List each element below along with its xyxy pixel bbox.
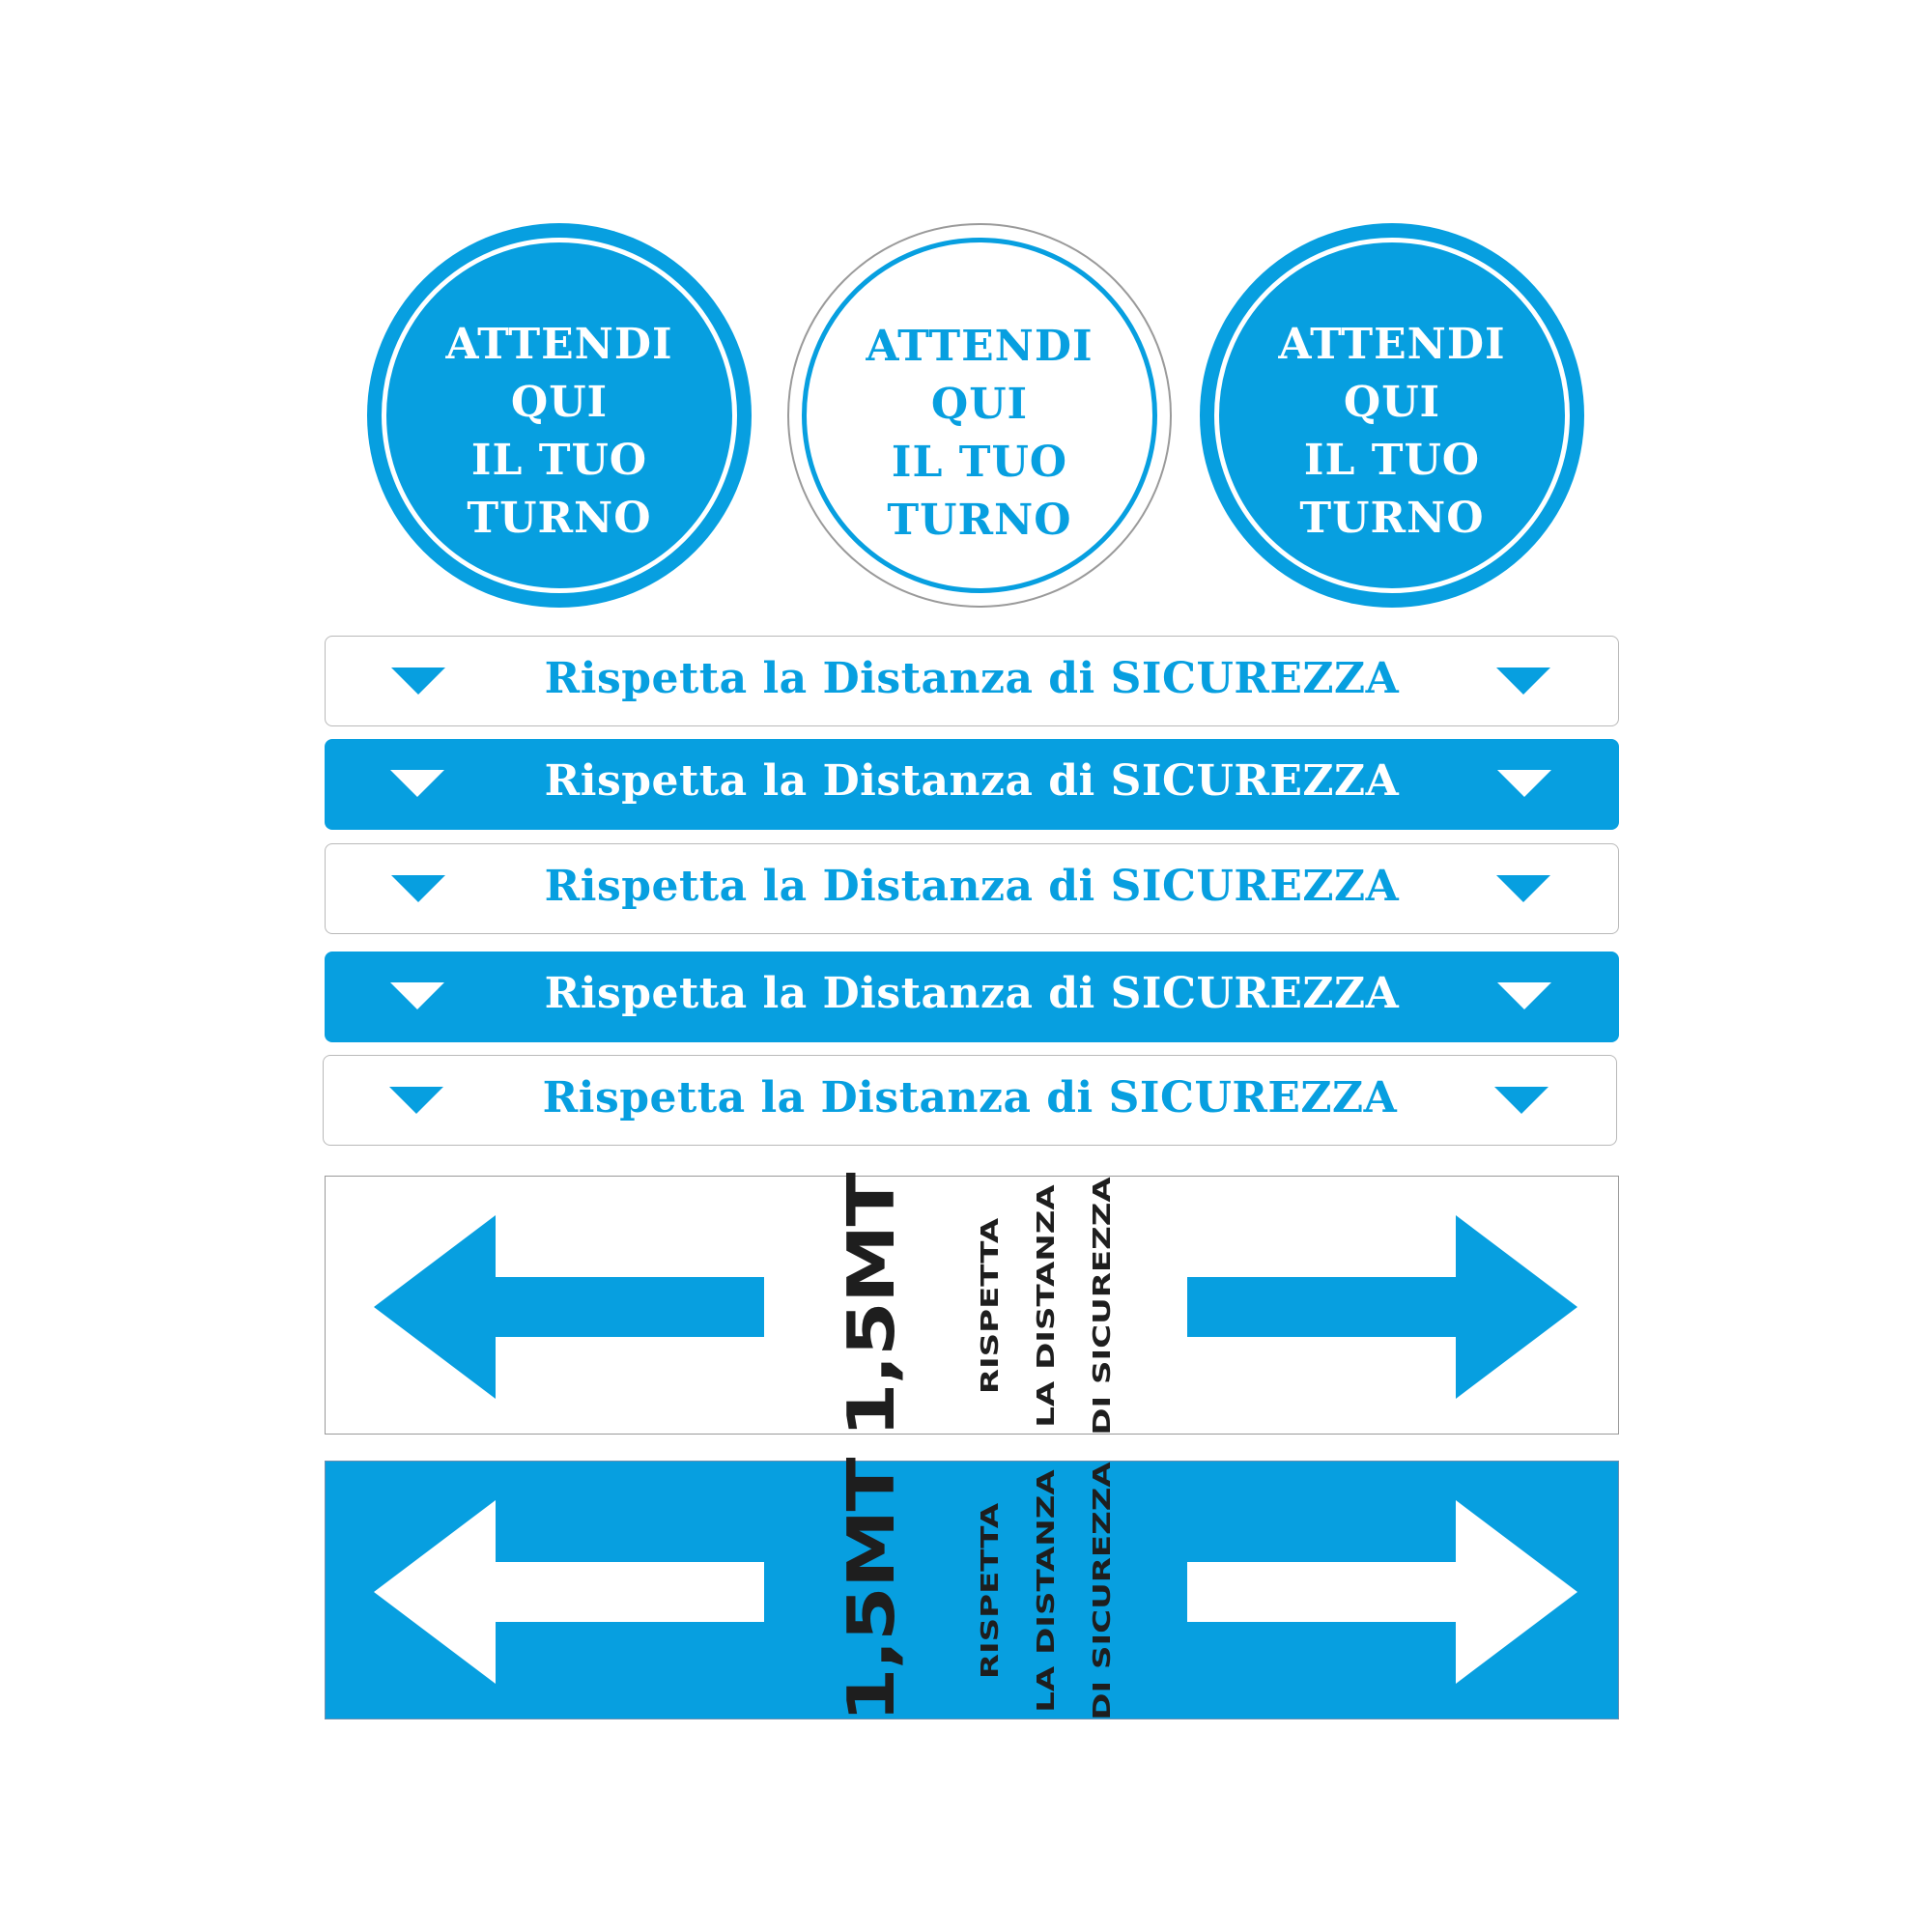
arrow-left-icon bbox=[374, 1500, 764, 1684]
triangle-down-icon bbox=[391, 668, 445, 695]
circle-line: TURNO bbox=[1299, 494, 1485, 543]
triangle-down-icon bbox=[390, 770, 444, 797]
triangle-down-icon bbox=[391, 875, 445, 902]
triangle-down-icon bbox=[389, 1087, 443, 1114]
triangle-down-icon bbox=[1496, 875, 1550, 902]
triangle-down-icon bbox=[1497, 770, 1551, 797]
circle-line: ATTENDI bbox=[866, 322, 1094, 371]
circle-sign-3: ATTENDI QUI IL TUO TURNO bbox=[1200, 223, 1584, 608]
circle-ring bbox=[382, 238, 737, 593]
circle-text: ATTENDI QUI IL TUO TURNO bbox=[789, 318, 1170, 550]
arrow-right-icon bbox=[1187, 1500, 1577, 1684]
circle-line: QUI bbox=[930, 380, 1029, 429]
distance-value: 1,5MT bbox=[834, 1459, 910, 1723]
triangle-down-icon bbox=[1496, 668, 1550, 695]
circle-line: ATTENDI bbox=[1278, 320, 1506, 369]
panel-line-3: DI SICUREZZA bbox=[1088, 1177, 1117, 1435]
safety-strip-3: Rispetta la Distanza di SICUREZZA bbox=[325, 843, 1619, 934]
strip-text: Rispetta la Distanza di SICUREZZA bbox=[544, 862, 1400, 911]
circle-sign-1: ATTENDI QUI IL TUO TURNO bbox=[367, 223, 752, 608]
circle-line: ATTENDI bbox=[445, 320, 673, 369]
safety-strip-5: Rispetta la Distanza di SICUREZZA bbox=[323, 1055, 1617, 1146]
triangle-down-icon bbox=[390, 982, 444, 1009]
strip-text: Rispetta la Distanza di SICUREZZA bbox=[544, 969, 1400, 1018]
distance-value: 1,5MT bbox=[834, 1174, 910, 1438]
circle-sign-2: ATTENDI QUI IL TUO TURNO bbox=[787, 223, 1172, 608]
circle-line: TURNO bbox=[467, 494, 652, 543]
triangle-down-icon bbox=[1494, 1087, 1548, 1114]
arrow-left-icon bbox=[374, 1215, 764, 1399]
arrow-right-icon bbox=[1187, 1215, 1577, 1399]
circle-text: ATTENDI QUI IL TUO TURNO bbox=[1200, 316, 1584, 548]
circle-line: QUI bbox=[510, 378, 609, 427]
circle-line: QUI bbox=[1343, 378, 1441, 427]
distance-panel-1: 1,5MT RISPETTA LA DISTANZA DI SICUREZZA bbox=[325, 1174, 1619, 1438]
panel-line-2: LA DISTANZA bbox=[1032, 1469, 1061, 1713]
strip-text: Rispetta la Distanza di SICUREZZA bbox=[544, 654, 1400, 703]
circle-line: TURNO bbox=[887, 496, 1072, 545]
circle-line: IL TUO bbox=[470, 436, 648, 485]
distance-panel-2: 1,5MT RISPETTA LA DISTANZA DI SICUREZZA bbox=[325, 1460, 1619, 1722]
safety-strip-1: Rispetta la Distanza di SICUREZZA bbox=[325, 636, 1619, 726]
safety-strip-2: Rispetta la Distanza di SICUREZZA bbox=[325, 739, 1619, 830]
circle-text: ATTENDI QUI IL TUO TURNO bbox=[367, 316, 752, 548]
panel-line-1: RISPETTA bbox=[976, 1502, 1005, 1680]
panel-line-2: LA DISTANZA bbox=[1032, 1184, 1061, 1428]
circle-line: IL TUO bbox=[891, 438, 1068, 487]
circle-ring bbox=[802, 238, 1157, 593]
strip-text: Rispetta la Distanza di SICUREZZA bbox=[544, 756, 1400, 806]
safety-strip-4: Rispetta la Distanza di SICUREZZA bbox=[325, 952, 1619, 1042]
triangle-down-icon bbox=[1497, 982, 1551, 1009]
strip-text: Rispetta la Distanza di SICUREZZA bbox=[542, 1073, 1398, 1122]
panel-line-1: RISPETTA bbox=[976, 1217, 1005, 1395]
panel-line-3: DI SICUREZZA bbox=[1088, 1462, 1117, 1720]
circle-line: IL TUO bbox=[1303, 436, 1481, 485]
circle-ring bbox=[1214, 238, 1570, 593]
